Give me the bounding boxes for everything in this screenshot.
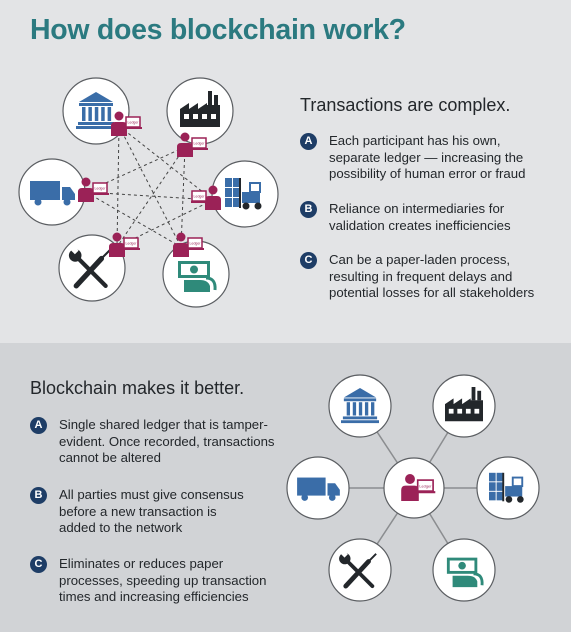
problem-points: A Each participant has his own, separate… xyxy=(300,133,534,302)
solution-point-c: C Eliminates or reduces paper processes,… xyxy=(30,556,275,606)
participant-icon: Ledger xyxy=(191,185,221,210)
participant-icon: Ledger xyxy=(401,474,436,501)
laptop-icon: Ledger xyxy=(125,116,142,129)
laptop-icon: Ledger xyxy=(123,237,140,250)
tools-icon xyxy=(68,244,111,289)
laptop-icon: Ledger xyxy=(92,182,109,195)
cash-icon xyxy=(446,557,484,588)
ledger-label: Ledger xyxy=(190,242,202,246)
factory-icon xyxy=(445,387,483,422)
problem-point-c: C Can be a paper-laden process, resultin… xyxy=(300,252,534,302)
solution-points: A Single shared ledger that is tamper- e… xyxy=(30,417,275,606)
bank-icon xyxy=(76,92,116,129)
page-title: How does blockchain work? xyxy=(30,14,406,46)
laptop-icon: Ledger xyxy=(191,137,208,150)
laptop-icon: Ledger xyxy=(191,190,208,203)
laptop-icon: Ledger xyxy=(187,237,204,250)
ledger-label: Ledger xyxy=(128,121,140,125)
factory-icon xyxy=(180,91,220,127)
ledger-label: Ledger xyxy=(126,242,138,246)
cash-icon xyxy=(178,261,217,292)
ledger-label: Ledger xyxy=(194,195,206,199)
truck-icon xyxy=(297,477,340,501)
truck-icon xyxy=(30,181,75,206)
badge-a: A xyxy=(300,133,317,150)
diagram-shared-ledger: Ledger xyxy=(286,374,540,602)
laptop-icon: Ledger xyxy=(416,479,436,494)
badge-c: C xyxy=(300,252,317,269)
participant-icon: Ledger xyxy=(111,111,142,136)
problem-point-a: A Each participant has his own, separate… xyxy=(300,133,534,201)
bank-icon xyxy=(341,387,379,424)
ledger-label: Ledger xyxy=(194,142,206,146)
badge-c: C xyxy=(30,556,47,573)
participant-icon: Ledger xyxy=(78,177,109,202)
problem-point-b: B Reliance on intermediaries for validat… xyxy=(300,201,534,252)
participant-icon: Ledger xyxy=(109,232,140,257)
forklift-icon xyxy=(225,178,262,210)
badge-a: A xyxy=(30,417,47,434)
problem-heading: Transactions are complex. xyxy=(300,95,511,115)
participant-icon: Ledger xyxy=(173,232,204,257)
badge-b: B xyxy=(30,487,47,504)
ledger-label: Ledger xyxy=(95,187,107,191)
solution-point-b: B All parties must give consensus before… xyxy=(30,487,275,556)
tools-icon xyxy=(339,548,377,589)
ledger-label: Ledger xyxy=(419,484,432,488)
forklift-icon xyxy=(489,472,524,503)
solution-point-a: A Single shared ledger that is tamper- e… xyxy=(30,417,275,487)
participant-icon: Ledger xyxy=(177,132,208,157)
solution-heading: Blockchain makes it better. xyxy=(30,378,245,398)
badge-b: B xyxy=(300,201,317,218)
